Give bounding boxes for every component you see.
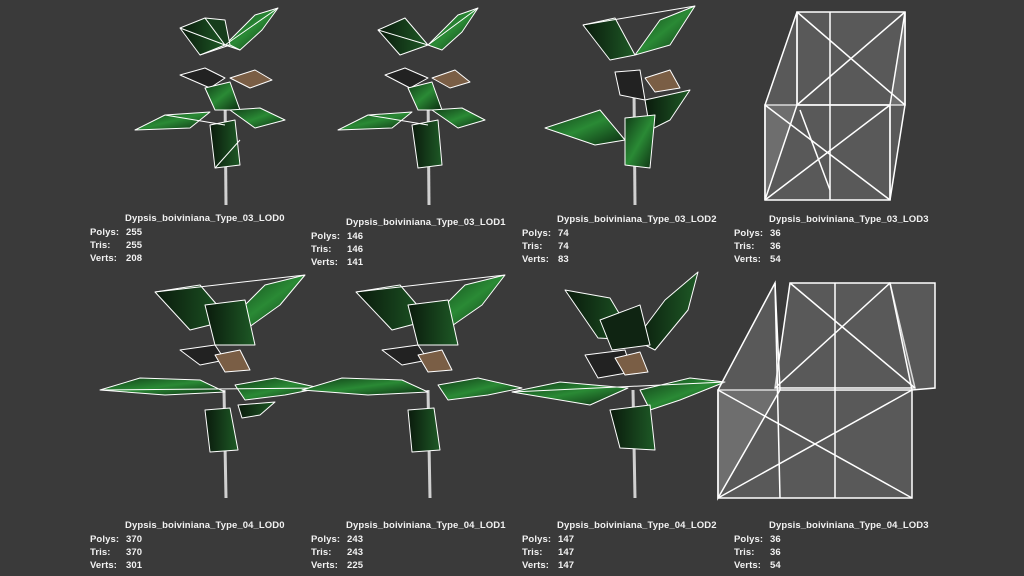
- tris-value: 74: [558, 241, 569, 252]
- tris-label: Tris:: [90, 547, 111, 558]
- polys-label: Polys:: [90, 534, 120, 545]
- plant-type04-lod1: [301, 274, 523, 499]
- verts-value: 141: [347, 257, 364, 268]
- verts-label: Verts:: [311, 560, 339, 571]
- model-stats-type03-lod0: Dypsis_boiviniana_Type_03_LOD0 Polys: 255…: [90, 212, 285, 265]
- billboard-type03-lod3: [764, 11, 906, 201]
- polys-value: 36: [770, 534, 781, 545]
- verts-label: Verts:: [90, 560, 118, 571]
- verts-value: 147: [558, 560, 575, 571]
- tris-label: Tris:: [522, 241, 543, 252]
- polys-value: 370: [126, 534, 143, 545]
- model-stats-type04-lod3: Dypsis_boiviniana_Type_04_LOD3 Polys:36 …: [734, 519, 929, 572]
- polys-label: Polys:: [90, 227, 120, 238]
- model-stats-type04-lod2: Dypsis_boiviniana_Type_04_LOD2 Polys: 147…: [522, 519, 717, 572]
- polys-value: 74: [558, 228, 569, 239]
- model-stats-type03-lod1: Dypsis_boiviniana_Type_03_LOD1 Polys: 146…: [311, 216, 506, 269]
- tris-value: 370: [126, 547, 143, 558]
- polys-value: 147: [558, 534, 575, 545]
- verts-value: 54: [770, 254, 781, 265]
- tris-label: Tris:: [311, 547, 332, 558]
- polys-label: Polys:: [522, 228, 552, 239]
- polys-label: Polys:: [311, 534, 341, 545]
- plant-type04-lod0: [99, 274, 321, 499]
- tris-label: Tris:: [734, 547, 755, 558]
- polys-value: 243: [347, 534, 364, 545]
- tris-value: 146: [347, 244, 364, 255]
- model-name: Dypsis_boiviniana_Type_03_LOD1: [346, 217, 506, 228]
- plant-type03-lod0: [134, 7, 286, 206]
- polys-label: Polys:: [311, 231, 341, 242]
- model-stats-type04-lod0: Dypsis_boiviniana_Type_04_LOD0 Polys: 370…: [90, 519, 285, 572]
- verts-value: 301: [126, 560, 143, 571]
- verts-value: 208: [126, 253, 143, 264]
- model-name: Dypsis_boiviniana_Type_03_LOD3: [769, 214, 929, 225]
- plant-type03-lod1: [337, 7, 486, 206]
- model-name: Dypsis_boiviniana_Type_04_LOD0: [125, 520, 285, 531]
- model-stats-type03-lod3: Dypsis_boiviniana_Type_03_LOD3 Polys:36 …: [734, 213, 929, 266]
- verts-label: Verts:: [90, 253, 118, 264]
- verts-value: 225: [347, 560, 364, 571]
- model-name: Dypsis_boiviniana_Type_03_LOD2: [557, 214, 717, 225]
- model-stats-type03-lod2: Dypsis_boiviniana_Type_03_LOD2 Polys:74 …: [522, 213, 717, 266]
- plant-type04-lod2: [511, 271, 726, 499]
- model-name: Dypsis_boiviniana_Type_04_LOD3: [769, 520, 929, 531]
- plant-type03-lod2: [544, 5, 696, 206]
- polys-value: 255: [126, 227, 143, 238]
- polys-label: Polys:: [522, 534, 552, 545]
- tris-value: 243: [347, 547, 364, 558]
- verts-label: Verts:: [522, 560, 550, 571]
- verts-value: 54: [770, 560, 781, 571]
- verts-label: Verts:: [311, 257, 339, 268]
- tris-label: Tris:: [311, 244, 332, 255]
- verts-value: 83: [558, 254, 569, 265]
- tris-value: 36: [770, 547, 781, 558]
- tris-label: Tris:: [90, 240, 111, 251]
- verts-label: Verts:: [734, 560, 762, 571]
- tris-label: Tris:: [522, 547, 543, 558]
- polys-label: Polys:: [734, 228, 764, 239]
- model-stats-type04-lod1: Dypsis_boiviniana_Type_04_LOD1 Polys: 243…: [311, 519, 506, 572]
- verts-label: Verts:: [522, 254, 550, 265]
- verts-label: Verts:: [734, 254, 762, 265]
- billboard-type04-lod3: [717, 280, 936, 501]
- model-name: Dypsis_boiviniana_Type_04_LOD2: [557, 520, 717, 531]
- model-name: Dypsis_boiviniana_Type_04_LOD1: [346, 520, 506, 531]
- tris-label: Tris:: [734, 241, 755, 252]
- tris-value: 36: [770, 241, 781, 252]
- polys-value: 146: [347, 231, 364, 242]
- polys-value: 36: [770, 228, 781, 239]
- tris-value: 147: [558, 547, 575, 558]
- model-name: Dypsis_boiviniana_Type_03_LOD0: [125, 213, 285, 224]
- tris-value: 255: [126, 240, 143, 251]
- polys-label: Polys:: [734, 534, 764, 545]
